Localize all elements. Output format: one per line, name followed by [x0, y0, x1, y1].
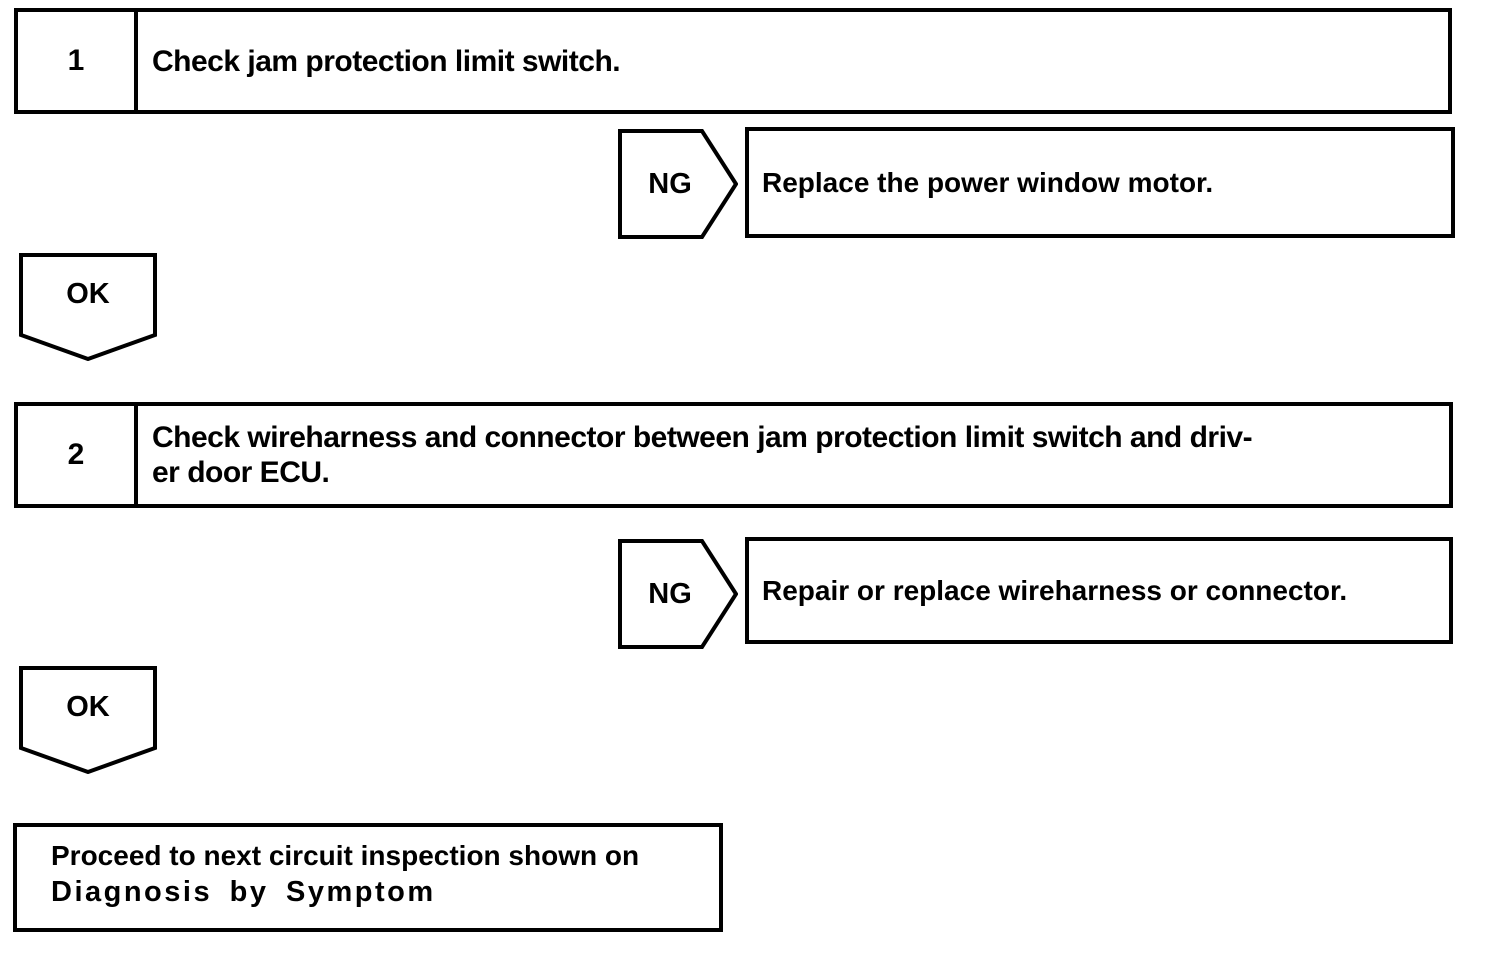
terminal-box: Proceed to next circuit inspection shown… [13, 823, 723, 932]
step-2-instruction-line-1: Check wireharness and connector between … [152, 421, 1253, 454]
step-2-instruction-line-2: er door ECU. [152, 456, 330, 489]
down-arrow-pentagon-icon [19, 666, 157, 774]
step-2-number-cell: 2 [18, 406, 138, 504]
right-arrow-pentagon-shape [618, 539, 738, 649]
ng-result-1-text: Replace the power window motor. [762, 166, 1214, 198]
down-arrow-pentagon-shape [19, 666, 157, 774]
ng-arrow-1: NG [618, 129, 738, 239]
ng-result-1-box: Replace the power window motor. [745, 127, 1455, 238]
step-1-number-cell: 1 [18, 12, 138, 110]
ng-result-2-text: Repair or replace wireharness or connect… [762, 574, 1348, 606]
right-arrow-pentagon-shape [618, 129, 738, 239]
ok-connector-1: OK [19, 253, 157, 361]
step-1-instruction: Check jam protection limit switch. [152, 44, 621, 78]
ng-arrow-2: NG [618, 539, 738, 649]
terminal-line-2: Diagnosis by Symptom [51, 876, 436, 908]
down-arrow-pentagon-icon [19, 253, 157, 361]
right-arrow-pentagon-icon [618, 129, 738, 239]
step-1-box: 1 Check jam protection limit switch. [14, 8, 1452, 114]
step-1-number: 1 [67, 44, 85, 77]
down-arrow-pentagon-shape [19, 253, 157, 361]
step-1-instruction-cell: Check jam protection limit switch. [138, 12, 1448, 110]
step-2-instruction-cell: Check wireharness and connector between … [138, 406, 1449, 504]
step-2-number: 2 [67, 438, 85, 471]
right-arrow-pentagon-icon [618, 539, 738, 649]
step-2-box: 2 Check wireharness and connector betwee… [14, 402, 1453, 508]
ng-result-2-box: Repair or replace wireharness or connect… [745, 537, 1453, 644]
terminal-line-1: Proceed to next circuit inspection shown… [51, 840, 640, 871]
ok-connector-2: OK [19, 666, 157, 774]
